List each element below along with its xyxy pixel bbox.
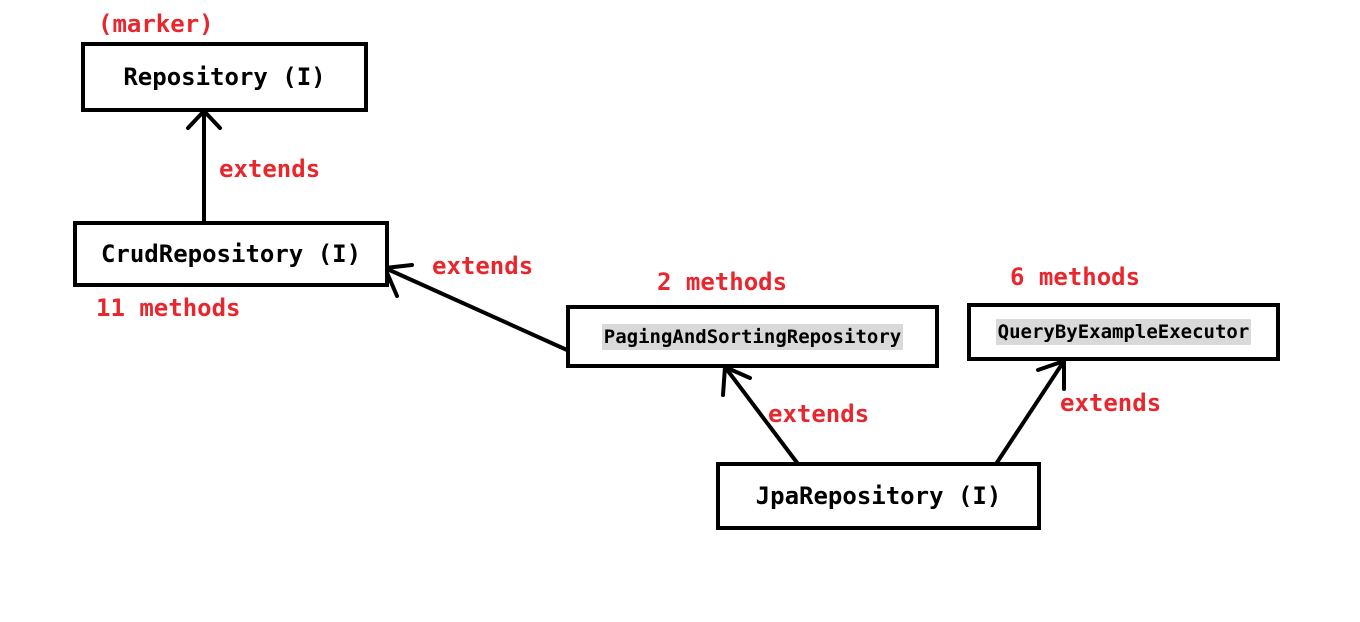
repository-note: (marker) <box>98 10 214 38</box>
jpa-repository-label: JpaRepository (I) <box>755 482 1002 510</box>
repository-node: Repository (I) <box>81 42 368 112</box>
query-by-example-executor-label: QueryByExampleExecutor <box>995 319 1252 345</box>
paging-sorting-repository-note: 2 methods <box>657 268 788 296</box>
edge-label-crud-repository: extends <box>219 155 321 183</box>
edge-label-jpa-paging: extends <box>768 400 870 428</box>
repository-label: Repository (I) <box>123 63 326 91</box>
paging-sorting-repository-node: PagingAndSortingRepository <box>566 305 939 368</box>
crud-repository-note: 11 methods <box>96 294 241 322</box>
query-by-example-executor-note: 6 methods <box>1010 263 1141 291</box>
crud-repository-label: CrudRepository (I) <box>100 240 362 268</box>
edge-label-paging-crud: extends <box>432 252 534 280</box>
paging-sorting-repository-label: PagingAndSortingRepository <box>601 323 904 350</box>
arrow-jpa-to-qbe <box>994 359 1066 466</box>
query-by-example-executor-node: QueryByExampleExecutor <box>967 303 1280 361</box>
arrow-crud-to-repository <box>186 109 222 224</box>
crud-repository-node: CrudRepository (I) <box>73 221 389 287</box>
edge-label-jpa-qbe: extends <box>1060 389 1162 417</box>
jpa-repository-node: JpaRepository (I) <box>716 462 1041 530</box>
